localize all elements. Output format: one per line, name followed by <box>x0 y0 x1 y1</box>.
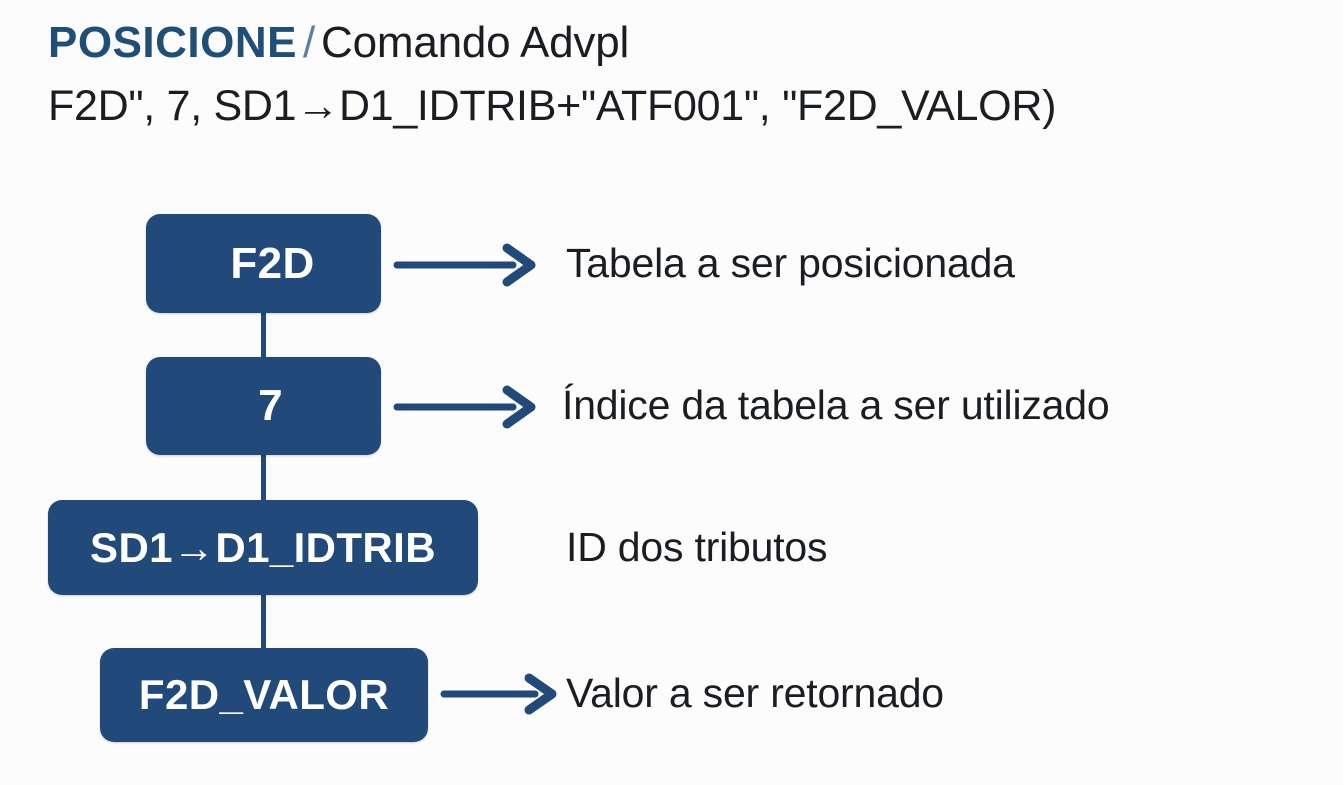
title-line: POSICIONE/Comando Advpl <box>48 14 1318 72</box>
parameter-node-f2d[interactable]: F2D <box>146 214 381 313</box>
parameter-description: Valor a ser retornado <box>566 670 944 716</box>
parameter-node-index[interactable]: 7 <box>146 357 381 455</box>
arrow-icon <box>393 243 540 287</box>
arrow-icon <box>440 673 562 715</box>
connector-line <box>261 584 266 660</box>
header: POSICIONE/Comando Advpl F2D", 7, SD1→D1_… <box>48 14 1318 134</box>
parameter-node-idtrib[interactable]: SD1→D1_IDTRIB <box>48 500 478 595</box>
title-separator: / <box>303 18 316 67</box>
parameter-description: Tabela a ser posicionada <box>566 240 1015 286</box>
parameter-description: Índice da tabela a ser utilizado <box>562 382 1110 428</box>
title-subtitle: Comando Advpl <box>321 18 630 67</box>
command-keyword: POSICIONE <box>48 18 297 67</box>
connector-line <box>261 300 266 370</box>
connector-line <box>261 442 266 512</box>
parameter-description: ID dos tributos <box>566 524 828 570</box>
command-signature: F2D", 7, SD1→D1_IDTRIB+"ATF001", "F2D_VA… <box>48 82 1057 130</box>
arrow-icon <box>393 385 540 429</box>
parameter-node-valor[interactable]: F2D_VALOR <box>100 648 428 742</box>
